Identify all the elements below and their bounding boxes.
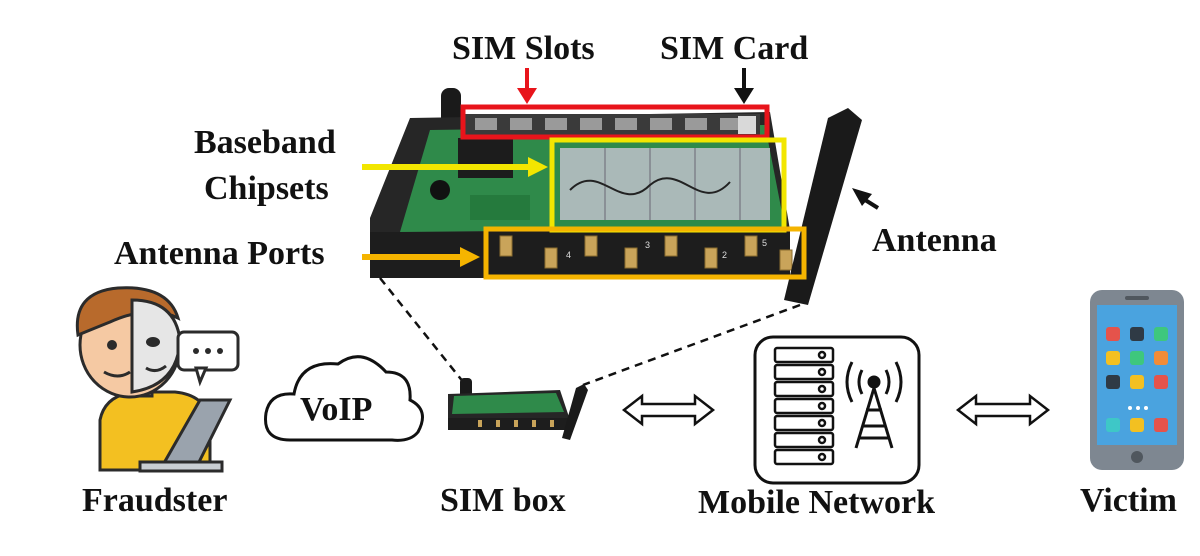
baseband-label: Baseband	[194, 124, 336, 161]
voip-label: VoIP	[300, 391, 373, 428]
sim-slots-arrow	[517, 68, 537, 104]
chipsets-label: Chipsets	[204, 170, 329, 207]
antenna-label: Antenna	[872, 222, 997, 259]
fraudster-icon	[75, 286, 233, 473]
cloud-icon	[264, 355, 424, 442]
cell-tower-icon	[845, 361, 903, 449]
port-number: 4	[566, 250, 571, 260]
double-arrow-icon	[955, 393, 1051, 427]
zoom-line-left	[379, 277, 469, 389]
antenna-ports-label: Antenna Ports	[114, 235, 325, 272]
port-number: 3	[645, 240, 650, 250]
sim-card-label: SIM Card	[660, 30, 809, 67]
server-rack-icon	[773, 346, 835, 466]
fraudster-label: Fraudster	[82, 482, 228, 519]
port-number: 5	[762, 238, 767, 248]
sim-box-label: SIM box	[440, 482, 566, 519]
sim-slots-highlight	[460, 104, 770, 140]
sim-card-arrow	[734, 68, 754, 104]
victim-label: Victim	[1080, 482, 1177, 519]
mobile-network-label: Mobile Network	[698, 484, 936, 521]
sim-box-icon	[448, 378, 588, 440]
double-arrow-icon	[621, 393, 716, 427]
baseband-arrow	[362, 157, 548, 177]
zoom-line-right	[582, 303, 801, 387]
sim-slots-label: SIM Slots	[452, 30, 595, 67]
antenna-arrow	[852, 188, 880, 210]
sim-box-device-photo	[370, 88, 862, 305]
smartphone-icon	[1090, 290, 1184, 470]
port-number: 2	[722, 250, 727, 260]
antenna-ports-highlight	[483, 226, 807, 280]
speech-bubble-icon	[176, 330, 240, 387]
antenna-ports-arrow	[362, 247, 480, 267]
